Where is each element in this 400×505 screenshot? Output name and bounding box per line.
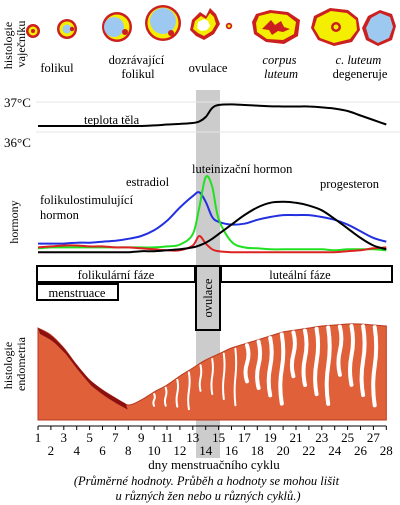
x-tick-label: 7 [112, 430, 119, 445]
x-tick-label: 20 [277, 443, 290, 458]
ovulation-phase-box [195, 265, 221, 331]
ovulation-follicle-icon [190, 8, 233, 40]
gland-icon [243, 343, 251, 384]
lh-curve [37, 175, 387, 252]
maturing-follicle-1-icon [102, 12, 132, 42]
gland-icon [313, 326, 321, 397]
x-tick-label: 1 [35, 430, 42, 445]
footnote: (Průměrné hodnoty. Průběh a hodnoty se m… [74, 474, 342, 503]
fsh-curve [37, 235, 387, 254]
endometrium-shedding-edge [38, 328, 128, 410]
gland-icon [371, 325, 379, 408]
gland-icon [222, 352, 226, 400]
follicle-stage-2-icon [57, 19, 77, 39]
x-tick-label: 23 [315, 430, 328, 445]
gland-icon [210, 358, 214, 395]
label-estradiol: estradiol [126, 175, 170, 189]
stage-label-maturing-follicle: dozrávající folikul [109, 53, 168, 81]
gland-icon [278, 332, 286, 406]
gland-icon [359, 324, 367, 397]
gland-icon [336, 324, 344, 377]
x-tick-label: 11 [161, 430, 174, 445]
stage-label-degenerating: c. luteum degeneruje [333, 53, 388, 81]
x-tick-label: 19 [264, 430, 277, 445]
label-lh: luteinizační hormon [192, 162, 293, 176]
x-tick-label: 3 [61, 430, 68, 445]
x-tick-label: 27 [367, 430, 381, 445]
gland-icon [152, 393, 156, 407]
gland-icon [187, 371, 191, 411]
temperature-curve [38, 103, 387, 128]
corpus-albicans-icon [362, 10, 396, 46]
x-tick-label: 17 [238, 430, 252, 445]
follicle-stage-1-icon [26, 24, 40, 38]
gland-icon [348, 324, 355, 387]
x-tick-label: 12 [173, 443, 186, 458]
gland-icon [233, 347, 238, 407]
estradiol-curve [38, 191, 387, 245]
x-tick-label: 4 [73, 443, 80, 458]
x-tick-label: 8 [125, 443, 132, 458]
degenerating-corpus-luteum-icon [311, 8, 360, 46]
stage-label-corpus-luteum: corpus luteum [262, 53, 299, 81]
ovary-row-label: histologie vaječníku [1, 19, 28, 69]
x-tick-label: 28 [380, 443, 393, 458]
x-tick-label: 9 [138, 430, 145, 445]
x-tick-label: 10 [148, 443, 161, 458]
temp-axis-36: 36°C [4, 135, 31, 150]
stage-label-ovulation: ovulace [189, 61, 228, 75]
gland-icon [198, 364, 203, 392]
x-tick-label: 2 [48, 443, 55, 458]
gland-icon [324, 325, 332, 406]
x-tick-label: 16 [225, 443, 239, 458]
gland-icon [289, 330, 297, 379]
x-tick-label: 13 [186, 430, 199, 445]
hormones-row-label: hormony [7, 200, 21, 243]
x-tick-label: 5 [86, 430, 93, 445]
x-tick-label: 24 [328, 443, 342, 458]
x-tick-label: 26 [354, 443, 368, 458]
x-tick-label: 18 [251, 443, 264, 458]
gland-icon [163, 386, 168, 407]
temp-axis-37: 37°C [4, 95, 31, 110]
progesterone-curve [37, 200, 387, 254]
label-progesterone: progesteron [320, 177, 380, 191]
x-tick-label: 6 [99, 443, 106, 458]
menstruation-label: menstruace [49, 286, 106, 300]
stage-label-follicle: folikul [40, 61, 74, 75]
follicular-phase-label: folikulární fáze [78, 268, 155, 282]
corpus-luteum-icon [252, 10, 300, 44]
x-tick-label: 15 [212, 430, 225, 445]
x-tick-label: 25 [341, 430, 354, 445]
luteal-phase-label: luteální fáze [269, 268, 331, 282]
menstruation-box [36, 283, 119, 301]
gland-icon [255, 339, 263, 390]
gland-icon [301, 328, 309, 387]
x-tick-label: 21 [290, 430, 303, 445]
x-axis-title: dny menstruačního cyklu [148, 457, 280, 472]
gland-icon [175, 378, 180, 408]
hormone-curves [37, 175, 387, 254]
ovulation-phase-label: ovulace [201, 278, 215, 317]
gland-icon [266, 336, 274, 398]
x-tick-label: 14 [199, 443, 213, 458]
label-fsh: folikulostimulující hormon [40, 193, 136, 222]
endometrium-row-label: histologie endometria [1, 336, 28, 391]
endometrial-glands [152, 324, 379, 411]
x-tick-label: 22 [302, 443, 315, 458]
temp-label: teplota těla [84, 113, 140, 127]
maturing-follicle-2-icon [145, 5, 181, 41]
